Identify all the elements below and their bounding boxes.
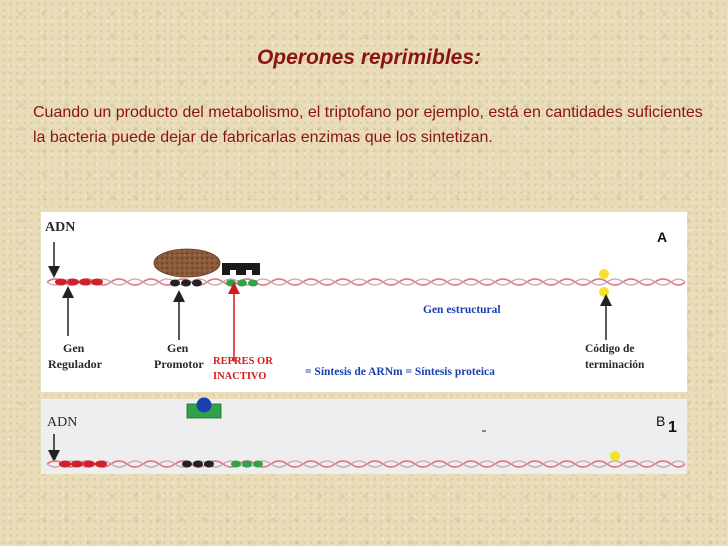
panel-b-stop-codon-icon	[610, 451, 620, 461]
panel-b-promotor-segment	[182, 460, 214, 468]
dna-strand-a	[46, 278, 686, 286]
operator-segment	[226, 279, 258, 287]
codigo-terminacion-label: Código de terminación	[585, 343, 645, 371]
panel-a-background	[41, 212, 687, 392]
slide-body-text: Cuando un producto del metabolismo, el t…	[33, 104, 703, 146]
operon-diagram-svg: ADN A	[41, 212, 687, 474]
sintesis-label: = Síntesis de ARNm = Síntesis proteica	[305, 366, 495, 378]
corepressor-ball-icon	[196, 397, 212, 413]
dna-strand-b	[46, 460, 686, 468]
gen-promotor-label: Gen Promotor	[154, 341, 204, 371]
represor-inactivo-label: REPRES OR INACTIVO	[213, 356, 275, 382]
panel-b-dna-label: ADN	[47, 415, 77, 430]
panel-a: ADN A	[41, 212, 687, 392]
stop-codon-bottom-icon	[599, 287, 609, 297]
gene-promotor-segment	[170, 279, 202, 287]
repressor-protein-icon	[222, 263, 260, 275]
gen-regulador-label: Gen Regulador	[48, 341, 103, 371]
panel-b-number: 1	[668, 419, 677, 436]
panel-a-label: A	[657, 229, 667, 245]
panel-b-label: B	[656, 413, 665, 429]
panel-b-operator-segment	[231, 460, 263, 468]
panel-b-gene-regulador-segment	[59, 460, 107, 468]
gene-regulador-segment	[55, 278, 103, 286]
panel-b: ADN B 1	[41, 397, 687, 474]
operon-diagram: ADN A	[41, 212, 687, 474]
stop-codon-top-icon	[599, 269, 609, 279]
gen-estructural-label: Gen estructural	[423, 304, 501, 316]
rna-polymerase-icon	[153, 248, 221, 278]
panel-a-dna-label: ADN	[45, 220, 75, 235]
slide-title: Operones reprimibles:	[256, 46, 482, 69]
